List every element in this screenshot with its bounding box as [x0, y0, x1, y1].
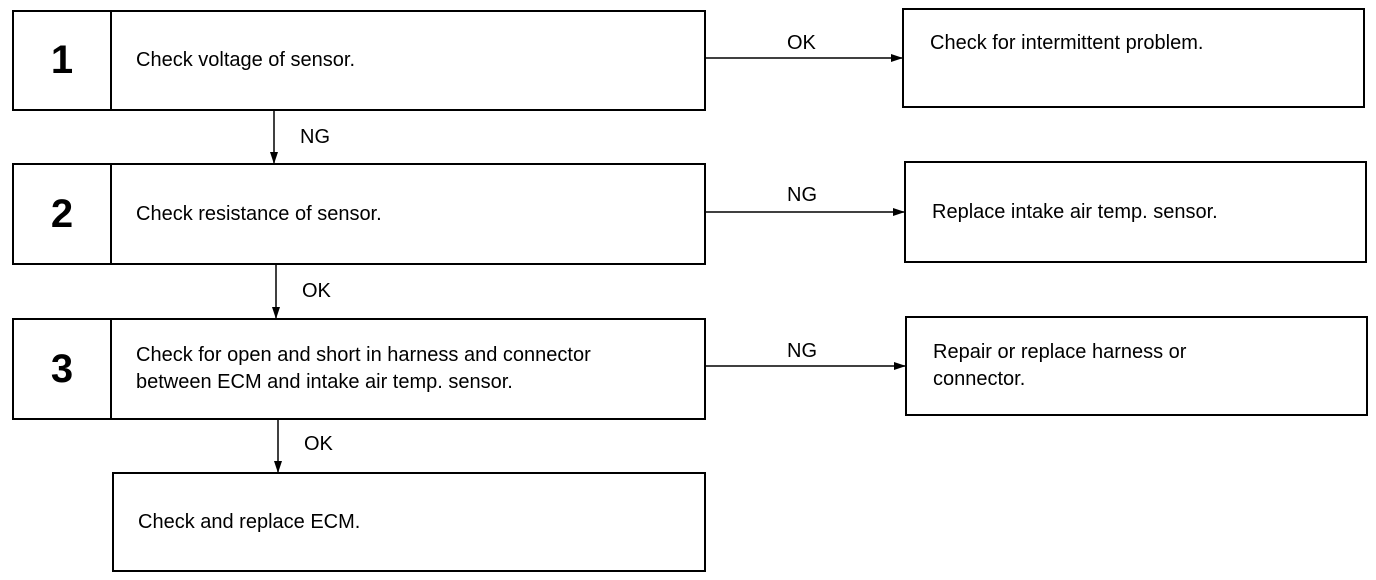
- step-1-text: Check voltage of sensor.: [136, 49, 356, 71]
- step-3-box: 3 Check for open and short in harness an…: [12, 318, 706, 420]
- label-step3-ok: OK: [304, 433, 333, 455]
- step-3-number: 3: [14, 320, 112, 418]
- step-3-text: Check for open and short in harness and …: [136, 344, 591, 393]
- result-2-text: Replace intake air temp. sensor.: [932, 200, 1218, 223]
- label-step3-ng: NG: [787, 340, 817, 362]
- final-box: Check and replace ECM.: [112, 472, 706, 572]
- step-2-number: 2: [14, 165, 112, 263]
- step-2-text: Check resistance of sensor.: [136, 202, 382, 225]
- label-step2-ok: OK: [302, 280, 331, 302]
- result-3-text: Repair or replace harness or connector.: [933, 341, 1187, 390]
- label-step1-ng: NG: [300, 126, 330, 148]
- result-1-box: Check for intermittent problem.: [902, 8, 1365, 108]
- step-1-box: 1 Check voltage of sensor.: [12, 10, 706, 111]
- result-1-text: Check for intermittent problem.: [930, 32, 1204, 54]
- label-step1-ok: OK: [787, 32, 816, 54]
- step-1-number: 1: [14, 12, 112, 109]
- result-2-box: Replace intake air temp. sensor.: [904, 161, 1367, 263]
- result-3-box: Repair or replace harness or connector.: [905, 316, 1368, 416]
- step-2-box: 2 Check resistance of sensor.: [12, 163, 706, 265]
- label-step2-ng: NG: [787, 184, 817, 206]
- final-text: Check and replace ECM.: [138, 510, 361, 533]
